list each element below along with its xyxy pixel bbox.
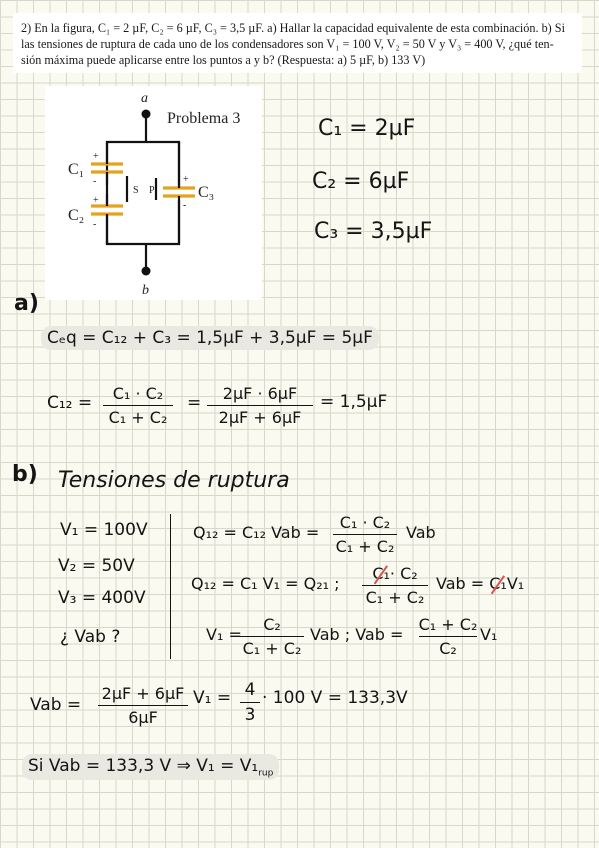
cancelled-c1-right: C₁ bbox=[489, 574, 507, 593]
q12-fraction: C₁ · C₂ C₁ + C₂ bbox=[333, 513, 397, 556]
v3-rupture: V₃ = 400V bbox=[58, 588, 146, 608]
final-subscript: rup bbox=[258, 768, 274, 779]
ceq-equation: Cₑq = C₁₂ + C₃ = 1,5µF + 3,5µF = 5µF bbox=[41, 326, 379, 350]
c12-lhs: C₁₂ = bbox=[47, 393, 93, 413]
q-equality-denominator: C₁ + C₂ bbox=[365, 588, 425, 607]
c2-minus: - bbox=[93, 219, 96, 230]
q12-denominator: C₁ + C₂ bbox=[335, 537, 395, 556]
separator-line bbox=[170, 514, 171, 659]
figure-title: Problema 3 bbox=[167, 110, 240, 127]
c1-minus: - bbox=[93, 176, 96, 187]
node-a-label: a bbox=[141, 91, 148, 106]
vab-ratio-fraction: 4 3 bbox=[240, 680, 260, 725]
q-equality-lhs: Q₁₂ = C₁ V₁ = Q₂₁ ; bbox=[191, 574, 340, 593]
c12-f2-denominator: 2µF + 6µF bbox=[218, 408, 302, 427]
cancelled-c1: C₁ bbox=[372, 564, 390, 583]
vab-lhs: Vab = bbox=[30, 695, 82, 715]
c1-plus: + bbox=[93, 151, 99, 162]
c12-fraction-1: C₁ · C₂ C₁ + C₂ bbox=[103, 384, 173, 427]
c3-minus: - bbox=[183, 200, 186, 211]
vab-result: · 100 V = 133,3V bbox=[262, 688, 408, 708]
q12-lhs: Q₁₂ = C₁₂ Vab = bbox=[193, 523, 320, 542]
vab-ratio-numerator: 4 bbox=[244, 680, 256, 700]
given-c1: C₁ = 2µF bbox=[318, 116, 416, 141]
part-b-heading: Tensiones de ruptura bbox=[58, 468, 290, 493]
final-conclusion: Si Vab = 133,3 V ⇒ V₁ = V₁rup bbox=[22, 754, 280, 781]
q-equality-v1: V₁ bbox=[506, 574, 525, 593]
fraction-bar bbox=[333, 534, 397, 535]
c3-plus: + bbox=[183, 174, 189, 185]
vab-calc-denominator: 6µF bbox=[128, 708, 158, 727]
fraction-bar bbox=[103, 405, 173, 406]
fraction-bar bbox=[240, 702, 260, 703]
vab-calc-numerator: 2µF + 6µF bbox=[101, 684, 185, 703]
given-c3: C₃ = 3,5µF bbox=[314, 219, 433, 244]
q12-numerator: C₁ · C₂ bbox=[339, 513, 391, 532]
c12-f1-denominator: C₁ + C₂ bbox=[108, 408, 168, 427]
circuit-diagram: a b Problema 3 C₁ C₂ C₃ S P + - + - + - bbox=[68, 91, 240, 298]
fraction-bar bbox=[362, 585, 428, 586]
c12-fraction-2: 2µF · 6µF 2µF + 6µF bbox=[207, 384, 313, 427]
c12-f1-numerator: C₁ · C₂ bbox=[112, 384, 164, 403]
v1-expr-lhs: V₁ = bbox=[206, 625, 242, 644]
s-label: S bbox=[133, 185, 139, 196]
v2-rupture: V₂ = 50V bbox=[58, 556, 135, 576]
c2-plus: + bbox=[93, 195, 99, 206]
v1-rupture: V₁ = 100V bbox=[60, 520, 148, 540]
c1-label: C₁ bbox=[68, 161, 84, 178]
c12-equals: = bbox=[187, 393, 202, 413]
q-equality-fraction: C₁· C₂ C₁ + C₂ bbox=[362, 564, 428, 607]
q-equality-tail: Vab = C₁V₁ bbox=[436, 574, 524, 593]
vab-frac-denominator: C₂ bbox=[439, 639, 457, 658]
v1-expr-mid: Vab ; Vab = bbox=[310, 625, 404, 644]
node-b-label: b bbox=[142, 283, 149, 298]
vab-v1: V₁ = bbox=[193, 688, 232, 708]
problem-statement: 2) En la figura, C₁ = 2 µF, C₂ = 6 µF, C… bbox=[13, 13, 582, 73]
vab-calc-fraction: 2µF + 6µF 6µF bbox=[98, 684, 188, 727]
vab-frac-numerator: C₁ + C₂ bbox=[418, 615, 478, 634]
fraction-bar bbox=[419, 636, 477, 637]
v1-expr-tail: V₁ bbox=[480, 625, 498, 644]
vab-ratio-denominator: 3 bbox=[244, 705, 256, 725]
q12-tail: Vab bbox=[406, 523, 436, 542]
circuit-figure: a b Problema 3 C₁ C₂ C₃ S P + - + - + - bbox=[45, 86, 262, 300]
fraction-bar bbox=[98, 705, 188, 706]
q-equality-vab: Vab = bbox=[436, 574, 485, 593]
fraction-bar bbox=[240, 636, 304, 637]
vab-fraction: C₁ + C₂ C₂ bbox=[418, 615, 478, 658]
part-b-label: b) bbox=[12, 462, 38, 487]
c12-result: = 1,5µF bbox=[320, 392, 388, 412]
p-label: P bbox=[149, 185, 155, 196]
problem-text: 2) En la figura, C₁ = 2 µF, C₂ = 6 µF, C… bbox=[21, 21, 565, 67]
fraction-bar bbox=[207, 405, 313, 406]
v1-numerator: C₂ bbox=[263, 615, 281, 634]
q-equality-numerator: C₁· C₂ bbox=[372, 564, 417, 583]
given-c2: C₂ = 6µF bbox=[312, 169, 410, 194]
c2-label: C₂ bbox=[68, 207, 84, 224]
v1-fraction: C₂ C₁ + C₂ bbox=[240, 615, 304, 658]
part-a-label: a) bbox=[14, 291, 39, 316]
final-text: Si Vab = 133,3 V ⇒ V₁ = V₁ bbox=[28, 756, 259, 776]
c12-f2-numerator: 2µF · 6µF bbox=[222, 384, 298, 403]
v1-denominator: C₁ + C₂ bbox=[242, 639, 302, 658]
q-equality-numerator-rest: · C₂ bbox=[389, 564, 418, 583]
vab-question: ¿ Vab ? bbox=[60, 627, 121, 647]
c3-label: C₃ bbox=[198, 184, 214, 201]
